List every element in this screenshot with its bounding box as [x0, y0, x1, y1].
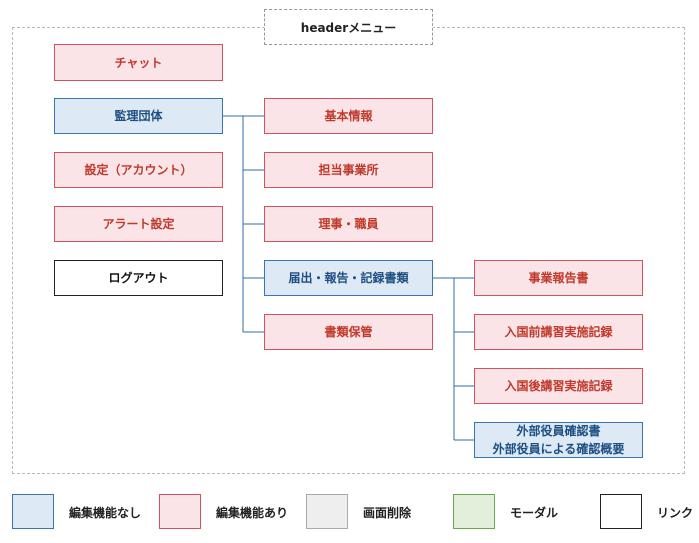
legend-label-removed: 画面削除 — [363, 506, 412, 520]
chat-node[interactable]: チャット — [54, 44, 223, 81]
header-menu-node[interactable]: headerメニュー — [264, 9, 433, 45]
external-officer-node[interactable]: 外部役員確認書 外部役員による確認概要 — [474, 422, 643, 458]
external-officer-line2: 外部役員による確認概要 — [492, 442, 625, 456]
directors-node[interactable]: 理事・職員 — [264, 206, 433, 242]
legend-swatch-removed — [306, 494, 348, 529]
legend-swatch-modal — [453, 494, 495, 529]
business-report-node[interactable]: 事業報告書 — [474, 260, 643, 296]
external-officer-line1: 外部役員確認書 — [516, 424, 601, 438]
post-entry-record-node[interactable]: 入国後講習実施記録 — [474, 368, 643, 404]
alert-settings-node[interactable]: アラート設定 — [54, 206, 223, 242]
legend-label-modal: モーダル — [510, 506, 559, 520]
legend-swatch-edit — [159, 494, 201, 529]
legend-label-link: リンク — [657, 506, 694, 520]
reports-node[interactable]: 届出・報告・記録書類 — [264, 260, 433, 296]
legend-swatch-noedit — [12, 494, 54, 529]
pre-entry-record-node[interactable]: 入国前講習実施記録 — [474, 314, 643, 350]
account-settings-node[interactable]: 設定（アカウント） — [54, 152, 223, 188]
legend-swatch-link — [600, 494, 642, 529]
legend-label-edit: 編集機能あり — [216, 506, 289, 520]
office-node[interactable]: 担当事業所 — [264, 152, 433, 188]
logout-node[interactable]: ログアウト — [54, 260, 223, 296]
legend-label-noedit: 編集機能なし — [69, 506, 142, 520]
storage-node[interactable]: 書類保管 — [264, 314, 433, 350]
org-node[interactable]: 監理団体 — [54, 98, 223, 134]
basic-info-node[interactable]: 基本情報 — [264, 98, 433, 134]
